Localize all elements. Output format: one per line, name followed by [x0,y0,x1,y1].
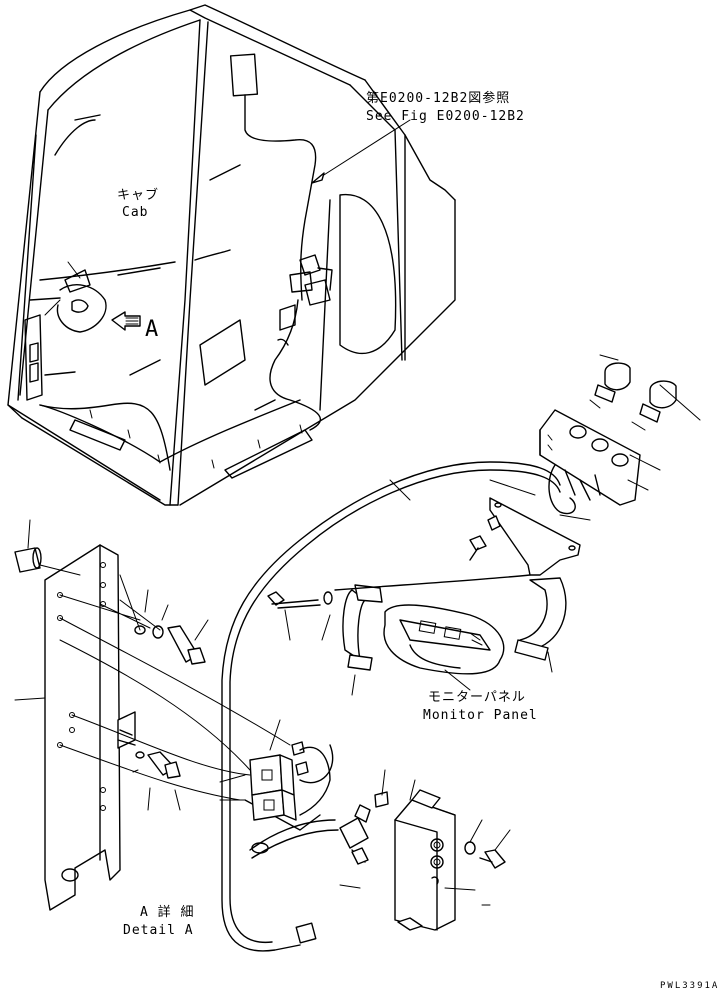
cab-label-jp: キャブ [117,187,159,203]
cab-left-harness [24,261,171,471]
see-fig-label-en: See Fig E0200-12B2 [366,109,525,124]
detail-a-bracket [14,519,291,911]
detail-a-label-jp: A 詳 細 [140,904,194,920]
cab-right-harness [229,53,411,431]
monitor-label-en: Monitor Panel [423,708,538,723]
see-fig-label-jp: 第E0200-12B2図参照 [366,90,510,106]
monitor-panel [383,604,505,675]
drawing-code: PWL3391A [660,981,719,991]
cab-label-en: Cab [122,205,148,220]
controller-box [374,769,511,931]
relay-block [219,719,331,821]
view-a-label: A [145,317,159,342]
main-harness [221,461,561,952]
monitor-leader [444,669,471,691]
monitor-label-jp: モニターパネル [428,690,526,705]
bracket-holes [57,562,106,811]
bolt-set-top [267,497,581,696]
detail-a-label-en: Detail A [123,923,194,938]
switch-bracket [489,354,701,521]
cab-body [7,4,456,506]
